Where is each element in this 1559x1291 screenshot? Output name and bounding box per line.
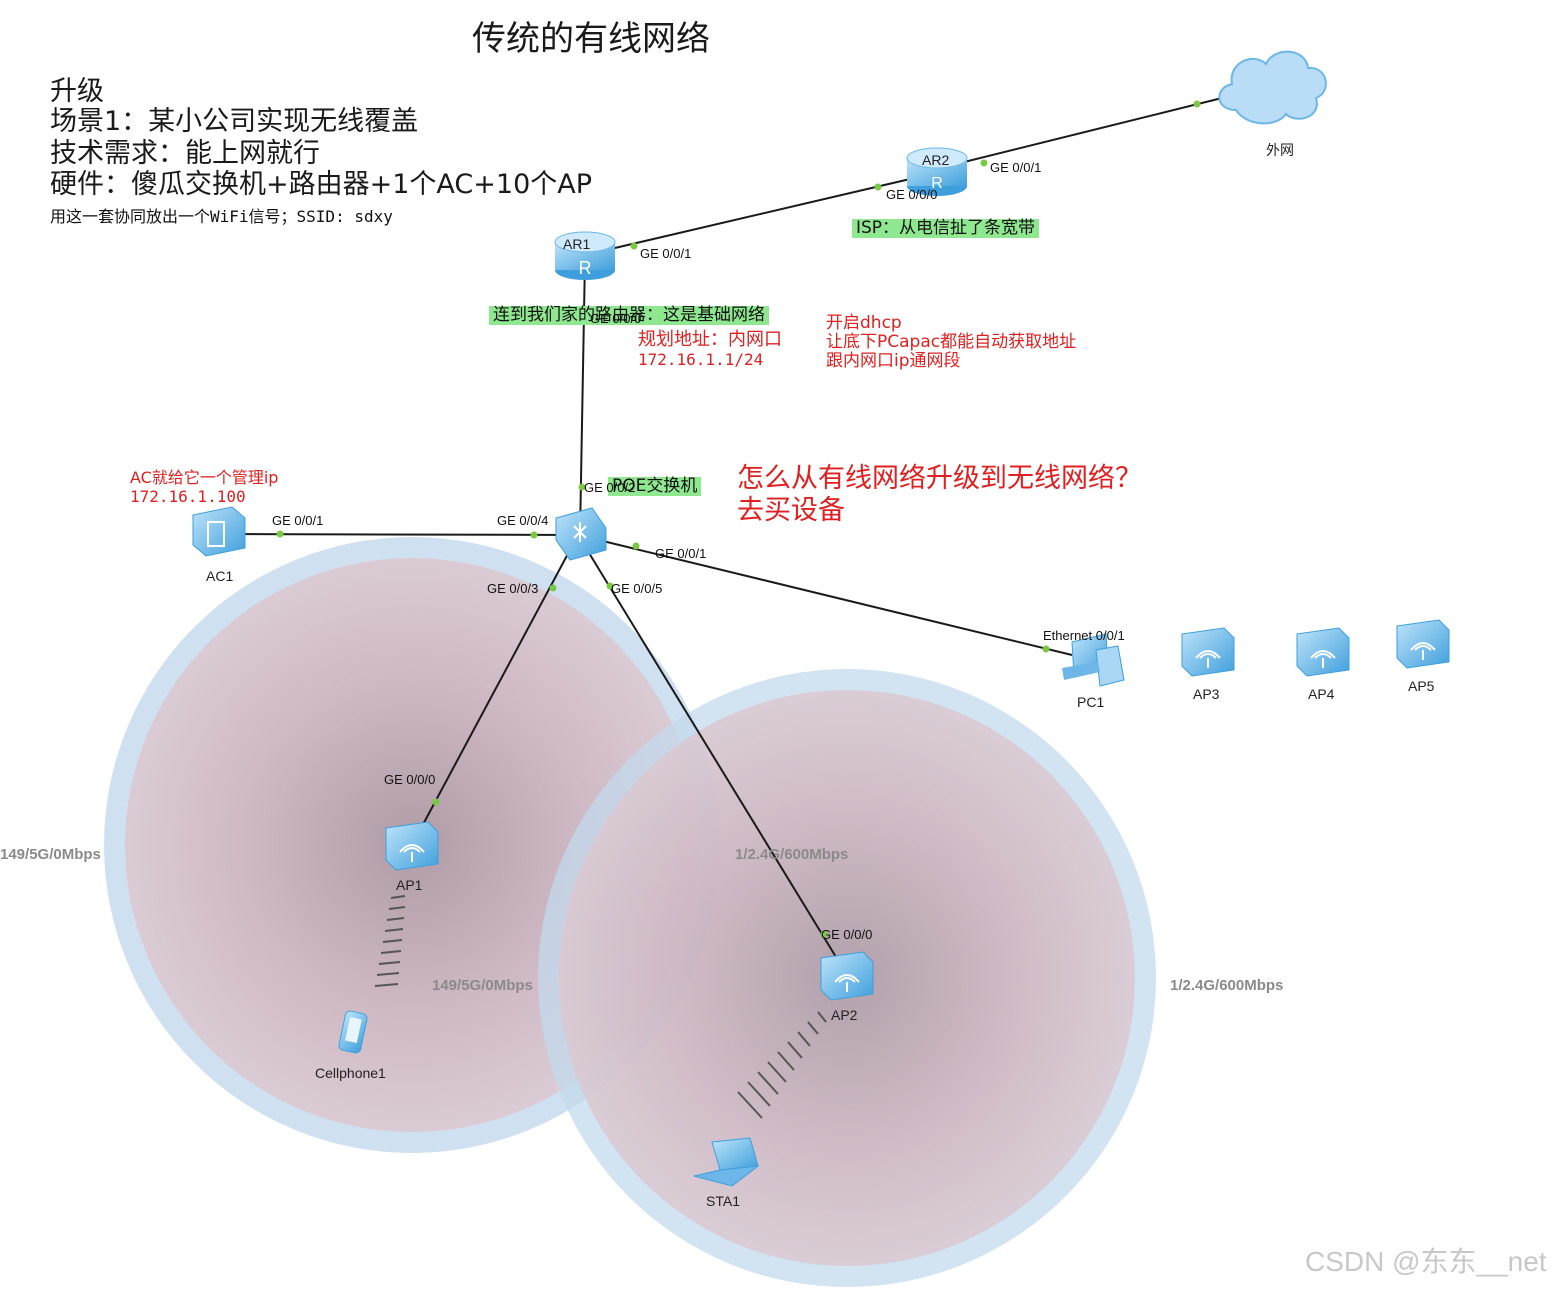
link-ar1-ar2 — [584, 171, 941, 256]
cloud-label: 外网 — [1266, 142, 1294, 158]
port-ar2-ar1: GE 0/0/0 — [886, 187, 938, 202]
ar2-router-icon[interactable]: R — [906, 147, 968, 196]
link-switch-ap2 — [577, 534, 848, 976]
ac1-label: AC1 — [206, 568, 234, 584]
port-ap2: GE 0/0/0 — [821, 927, 873, 942]
buy-equipment-note: 去买设备 — [737, 495, 845, 526]
note-scenario: 场景1：某小公司实现无线覆盖 — [50, 106, 419, 137]
ap1-icon[interactable] — [385, 821, 439, 871]
port-ar2-cloud: GE 0/0/1 — [990, 160, 1042, 175]
cloud-icon[interactable] — [1218, 50, 1327, 125]
ap5-label: AP5 — [1408, 678, 1435, 694]
plan-ip-label: 172.16.1.1/24 — [638, 350, 764, 369]
ap2-icon[interactable] — [820, 951, 874, 1001]
ap4-label: AP4 — [1308, 686, 1335, 702]
note-upgrade: 升级 — [50, 76, 104, 107]
signal-ap1-cellphone — [374, 895, 406, 987]
port-switch-ap2: GE 0/0/5 — [611, 581, 663, 596]
ap1-label: AP1 — [396, 877, 423, 893]
poe-switch-icon[interactable] — [555, 507, 607, 561]
dhcp-note-3: 跟内网口ip通网段 — [826, 351, 961, 371]
ar1-label: AR1 — [563, 236, 591, 252]
pc1-label: PC1 — [1077, 694, 1105, 710]
svg-text:R: R — [931, 175, 943, 192]
ap2-rate-top: 1/2.4G/600Mbps — [735, 846, 849, 863]
ap1-rate-inner: 149/5G/0Mbps — [432, 977, 533, 994]
ac-ip-note: 172.16.1.100 — [130, 487, 246, 506]
sta1-label: STA1 — [706, 1193, 740, 1209]
ar2-label: AR2 — [922, 152, 950, 168]
link-switch-pc — [577, 534, 1073, 656]
port-pc: Ethernet 0/0/1 — [1043, 628, 1125, 643]
ap1-rate-outer: 149/5G/0Mbps — [0, 846, 101, 863]
plan-address-label: 规划地址：内网口 — [638, 329, 782, 350]
dhcp-note-1: 开启dhcp — [826, 313, 902, 333]
port-ap1: GE 0/0/0 — [384, 772, 436, 787]
ap4-icon[interactable] — [1296, 627, 1350, 677]
watermark: CSDN @东东__net — [1305, 1246, 1547, 1277]
port-switch-pc: GE 0/0/1 — [655, 546, 707, 561]
port-ac-switch: GE 0/0/1 — [272, 513, 324, 528]
note-hardware: 硬件：傻瓜交换机+路由器+1个AC+10个AP — [50, 169, 593, 200]
poe-switch-annotation: POE交换机 — [608, 477, 702, 496]
dhcp-note-2: 让底下PCapac都能自动获取地址 — [826, 332, 1077, 352]
base-network-annotation: 连到我们家的路由器：这是基础网络 — [489, 306, 769, 325]
cellphone-icon[interactable] — [338, 1010, 368, 1054]
ap5-icon[interactable] — [1396, 619, 1450, 669]
upgrade-question: 怎么从有线网络升级到无线网络？ — [737, 463, 1142, 494]
port-ar1-down: GE 0/0/0 — [590, 311, 642, 326]
ap3-label: AP3 — [1193, 686, 1220, 702]
ar1-router-icon[interactable]: R — [554, 231, 616, 280]
cellphone-label: Cellphone1 — [315, 1065, 386, 1081]
port-switch-ac: GE 0/0/4 — [497, 513, 549, 528]
signal-ap2-sta — [737, 1011, 827, 1119]
note-ssid: 用这一套协同放出一个WiFi信号；SSID: sdxy — [50, 207, 393, 226]
isp-annotation: ISP：从电信扯了条宽带 — [852, 219, 1040, 238]
ac1-controller-icon[interactable] — [192, 506, 246, 557]
ap3-icon[interactable] — [1181, 627, 1235, 677]
port-switch-up: GE 0/0/2 — [584, 480, 636, 495]
laptop-sta-icon[interactable] — [693, 1137, 760, 1187]
port-ar1-ar2: GE 0/0/1 — [640, 246, 692, 261]
diagram-title: 传统的有线网络 — [472, 19, 710, 59]
ap2-label: AP2 — [831, 1007, 858, 1023]
link-ar2-cloud — [939, 97, 1223, 169]
note-requirement: 技术需求：能上网就行 — [50, 138, 320, 169]
ac-mgmt-note: AC就给它一个管理ip — [130, 468, 279, 487]
port-switch-ap1: GE 0/0/3 — [487, 581, 539, 596]
svg-text:R: R — [579, 258, 592, 278]
link-ac-switch — [217, 533, 579, 536]
ap2-rate-right: 1/2.4G/600Mbps — [1170, 977, 1284, 994]
pc1-computer-icon[interactable] — [1062, 633, 1125, 687]
